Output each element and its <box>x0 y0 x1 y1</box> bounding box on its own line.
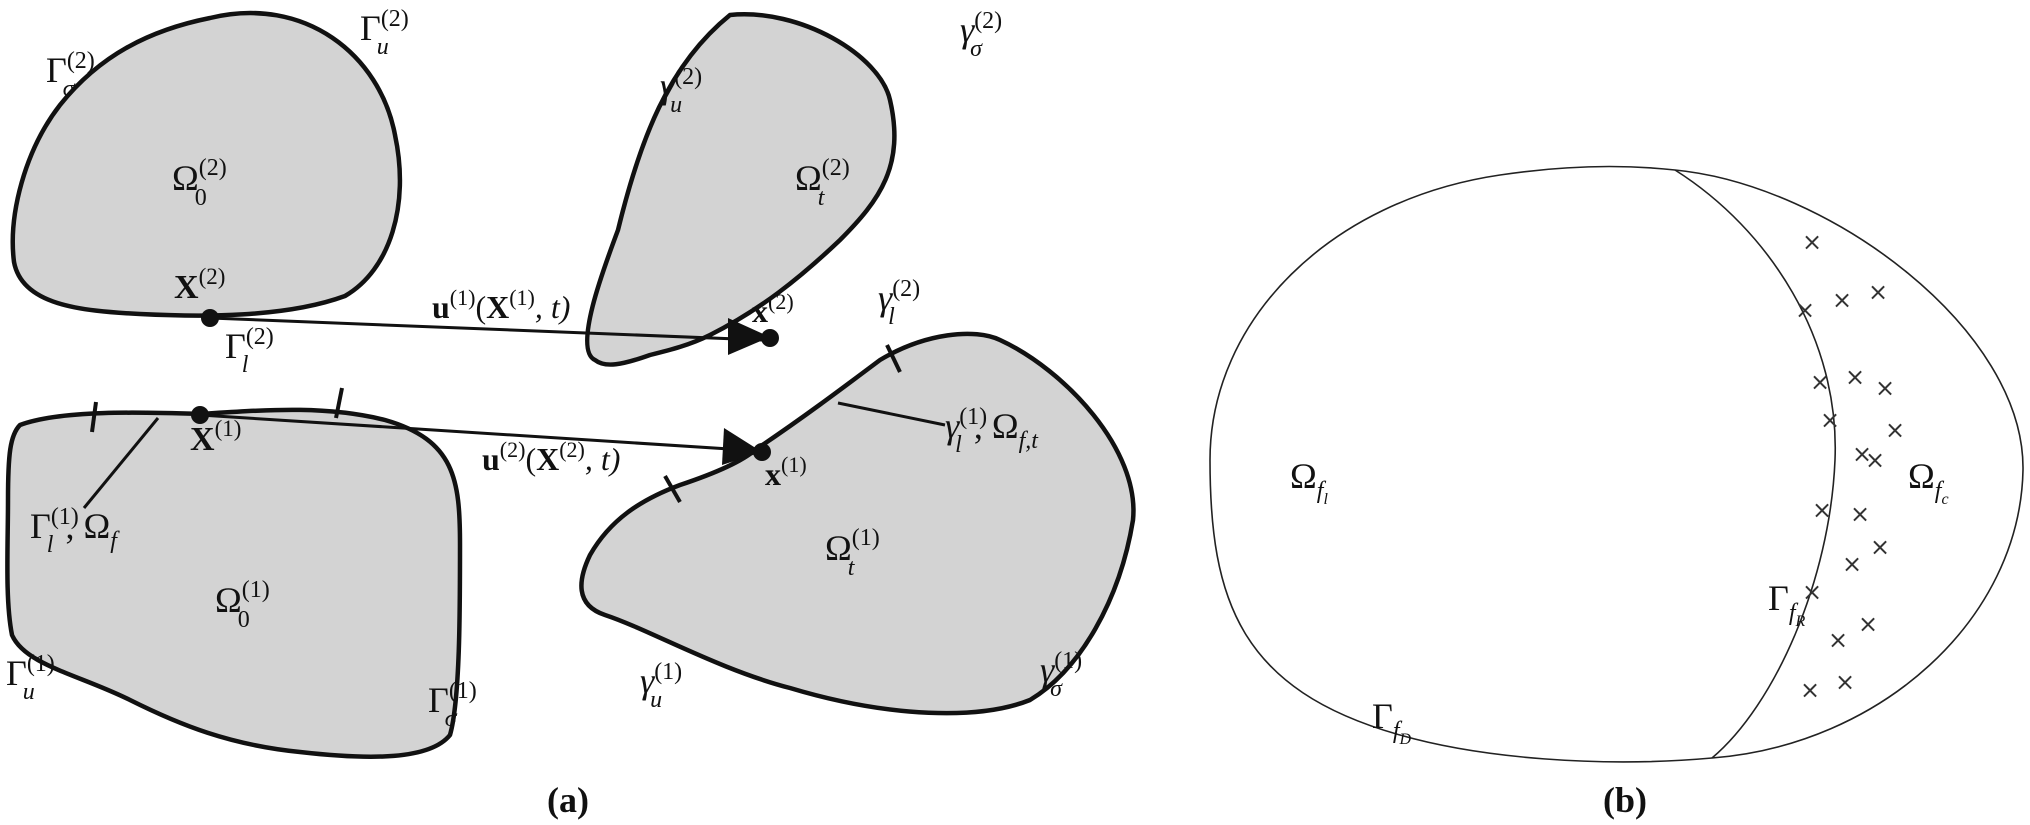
point-x2 <box>761 329 779 347</box>
panel-a: Ω(2)0 Ω(1)0 Ω(2)t Ω(1)t Γ(2)σ Γ(2)u Γ(2)… <box>5 6 1136 820</box>
domain-outline <box>1209 165 2024 763</box>
body-omega0-1 <box>5 407 463 759</box>
label-gamma-sigma-2: Γ(2)σ <box>46 48 95 102</box>
label-gamma-sigma-1: Γ(1)σ <box>428 678 477 732</box>
label-lgamma-u-1: γ(1)u <box>640 659 682 713</box>
label-lgamma-u-2: γ(2)u <box>660 64 702 118</box>
point-X1 <box>191 406 209 424</box>
cross-mark: × <box>1802 228 1822 256</box>
cross-mark: × <box>1810 368 1830 396</box>
cross-mark: × <box>1885 416 1905 444</box>
cross-mark: × <box>1858 610 1878 638</box>
caption-b: (b) <box>1603 780 1647 820</box>
leader-lgamma-l-1 <box>837 401 946 427</box>
leader-gamma-l-1 <box>82 417 160 509</box>
label-gamma-fR: ΓfR <box>1768 578 1805 630</box>
cross-mark: × <box>1795 296 1815 324</box>
internal-boundary-fR <box>1674 169 1836 759</box>
label-x2: x(2) <box>752 289 794 329</box>
label-omega-t-2: Ω(2)t <box>795 155 850 211</box>
contact-boundary-tick <box>334 387 344 419</box>
label-omega0-2: Ω(2)0 <box>172 155 227 211</box>
label-map-u2: u(2)(X(2), t) <box>482 437 620 477</box>
cross-mark: × <box>1802 578 1822 606</box>
contact-boundary-tick <box>663 475 682 503</box>
point-X2 <box>201 309 219 327</box>
body-omega-t-1 <box>579 331 1136 716</box>
label-omega-fc: Ωfc <box>1908 456 1949 508</box>
label-omega-fl: Ωfl <box>1290 456 1328 508</box>
label-omega-t-1: Ω(1)t <box>825 525 880 581</box>
cross-mark: × <box>1852 440 1872 468</box>
cross-mark: × <box>1875 374 1895 402</box>
contact-boundary-tick <box>90 401 98 433</box>
label-gamma-u-2: Γ(2)u <box>360 6 409 60</box>
label-omega0-1: Ω(1)0 <box>215 577 270 633</box>
point-x1 <box>753 443 771 461</box>
cross-mark: × <box>1800 676 1820 704</box>
cross-mark: × <box>1865 446 1885 474</box>
body-omega-t-2 <box>585 12 897 367</box>
cross-marks: ×××××××××××××××××××× <box>1795 228 1905 704</box>
arrow-u1 <box>209 316 763 345</box>
cross-mark: × <box>1870 533 1890 561</box>
label-gamma-u-1: Γ(1)u <box>6 651 55 705</box>
arrow-u2 <box>199 413 746 452</box>
label-map-u1: u(1)(X(1), t) <box>432 285 570 325</box>
body-omega0-2 <box>10 10 403 318</box>
label-lgamma-l-2: γ(2)l <box>878 276 920 330</box>
cross-mark: × <box>1842 550 1862 578</box>
cross-mark: × <box>1832 286 1852 314</box>
arrowhead-u2 <box>722 428 762 465</box>
cross-mark: × <box>1812 496 1832 524</box>
contact-boundary-tick <box>885 344 902 373</box>
arrowhead-u1 <box>728 318 770 355</box>
label-lgamma-sigma-1: γ(1)σ <box>1040 648 1082 702</box>
cross-mark: × <box>1845 363 1865 391</box>
label-X2: X(2) <box>174 264 225 306</box>
label-gamma-l-2: Γ(2)l <box>225 324 274 378</box>
label-gamma-l-1: Γ(1)l, Ωf <box>30 504 120 558</box>
cross-mark: × <box>1835 668 1855 696</box>
panel-b: ×××××××××××××××××××× Ωfl Ωfc ΓfR ΓfD (b) <box>1209 165 2024 820</box>
label-lgamma-sigma-2: γ(2)σ <box>960 8 1002 62</box>
cross-mark: × <box>1820 406 1840 434</box>
label-lgamma-l-1: γ(1)l, Ωf,t <box>945 404 1039 458</box>
cross-mark: × <box>1850 500 1870 528</box>
label-x1: x(1) <box>765 452 807 492</box>
label-gamma-fD: ΓfD <box>1372 696 1411 748</box>
cross-mark: × <box>1868 278 1888 306</box>
caption-a: (a) <box>547 780 589 820</box>
cross-mark: × <box>1828 626 1848 654</box>
label-X1: X(1) <box>190 416 241 458</box>
